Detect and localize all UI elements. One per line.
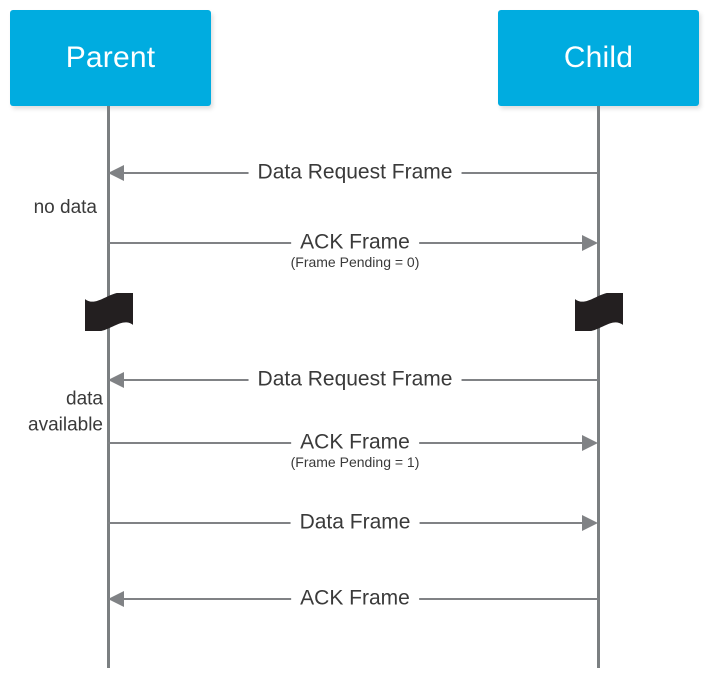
message-label-m5: Data Frame	[290, 511, 420, 533]
message-line-m2-b	[411, 242, 583, 244]
message-line-m5-a	[108, 522, 293, 524]
arrowhead-right-icon	[582, 515, 598, 531]
actor-box-parent[interactable]: Parent	[10, 10, 211, 106]
side-note-n1: no data	[33, 197, 97, 219]
lifeline-break-icon-b2	[575, 291, 623, 333]
arrowhead-left-icon	[108, 165, 124, 181]
message-line-m4-b	[411, 442, 583, 444]
arrowhead-right-icon	[582, 435, 598, 451]
message-label-m6: ACK Frame	[291, 587, 419, 609]
message-line-m3-b	[459, 379, 598, 381]
message-label-m3: Data Request Frame	[248, 368, 462, 390]
side-note-n2: data available	[28, 388, 103, 435]
arrowhead-left-icon	[108, 372, 124, 388]
message-label-m1: Data Request Frame	[248, 161, 462, 183]
message-sublabel-m4: (Frame Pending = 1)	[290, 454, 420, 470]
message-line-m2-a	[108, 242, 299, 244]
message-line-m1-b	[459, 172, 598, 174]
actor-box-child[interactable]: Child	[498, 10, 699, 106]
message-line-m6-a	[123, 598, 299, 600]
lifeline-break-icon-b1	[85, 291, 133, 333]
message-line-m4-a	[108, 442, 299, 444]
actor-label-child: Child	[563, 41, 634, 74]
actor-label-parent: Parent	[65, 41, 156, 74]
message-label-m4: ACK Frame	[291, 431, 419, 453]
lifeline-child	[597, 106, 600, 668]
message-line-m1-a	[123, 172, 251, 174]
message-line-m3-a	[123, 379, 251, 381]
arrowhead-left-icon	[108, 591, 124, 607]
message-line-m5-b	[417, 522, 583, 524]
message-label-m2: ACK Frame	[291, 231, 419, 253]
arrowhead-right-icon	[582, 235, 598, 251]
message-sublabel-m2: (Frame Pending = 0)	[290, 254, 420, 270]
message-line-m6-b	[411, 598, 598, 600]
